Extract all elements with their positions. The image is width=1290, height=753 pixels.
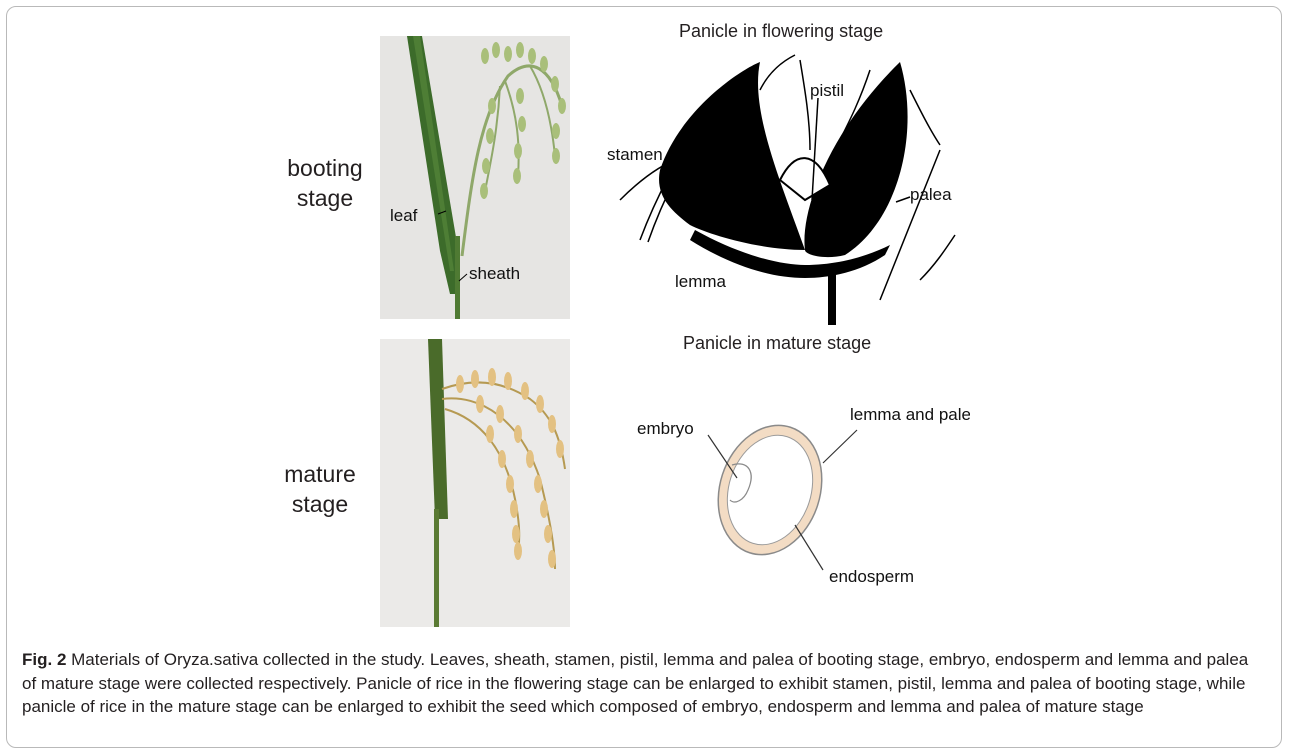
flowering-diagram-title: Panicle in flowering stage [679, 21, 883, 42]
mature-stage-photo [380, 339, 570, 627]
embryo-label: embryo [637, 419, 694, 438]
figure-label: Fig. 2 [22, 650, 66, 669]
stage-label-line: mature [250, 459, 390, 489]
lemma-and-palea-label: lemma and palea [850, 405, 970, 424]
stage-label-line: stage [255, 183, 395, 213]
figure-caption: Fig. 2 Materials of Oryza.sativa collect… [22, 648, 1267, 719]
mature-stage-label: mature stage [250, 459, 390, 519]
caption-text: Materials of Oryza.sativa collected in t… [22, 650, 1248, 716]
palea-label: palea [910, 185, 952, 204]
booting-stage-photo: leaf sheath [380, 36, 570, 319]
mature-seed-diagram: embryo lemma and palea endosperm [620, 360, 970, 610]
leaf-label: leaf [390, 206, 418, 225]
flowering-panicle-diagram: pistil stamen palea lemma [600, 50, 970, 330]
stamen-label: stamen [607, 145, 663, 164]
sheath-label: sheath [469, 264, 520, 283]
stage-label-line: booting [255, 153, 395, 183]
lemma-label: lemma [675, 272, 727, 291]
endosperm-label: endosperm [829, 567, 914, 586]
pistil-label: pistil [810, 81, 844, 100]
booting-stage-label: booting stage [255, 153, 395, 213]
stage-label-line: stage [250, 489, 390, 519]
mature-diagram-title: Panicle in mature stage [683, 333, 871, 354]
